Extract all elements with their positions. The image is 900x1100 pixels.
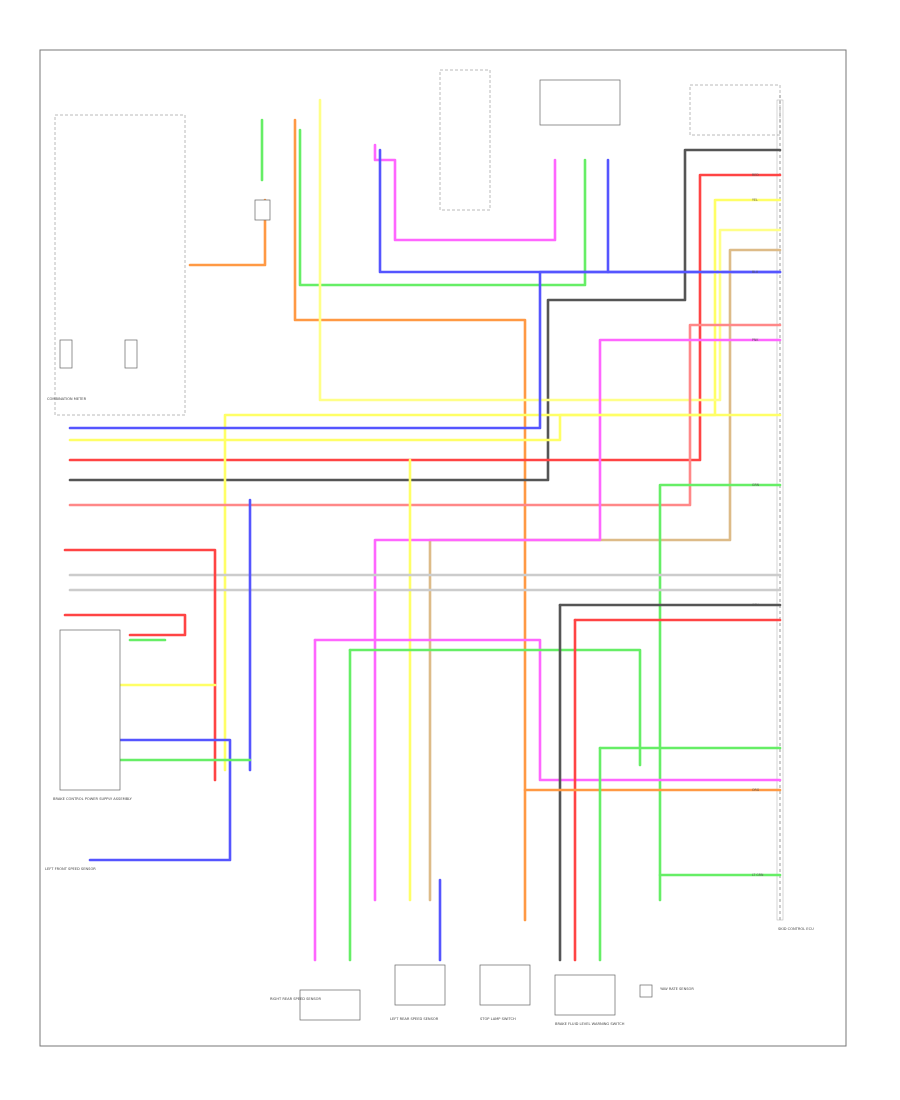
- left-sensor-label: LEFT FRONT SPEED SENSOR: [45, 867, 96, 871]
- brake-control-label: BRAKE CONTROL POWER SUPPLY ASSEMBLY: [53, 797, 133, 801]
- tag-ltgrn: LT GRN: [752, 873, 764, 877]
- tag-gry: GRY: [752, 603, 758, 607]
- left-rear-sensor-label: LEFT REAR SPEED SENSOR: [390, 1017, 439, 1021]
- right-sensor-label: RIGHT REAR SPEED SENSOR: [270, 997, 321, 1001]
- tag-pnk: PNK: [752, 338, 759, 342]
- skid-control-ecu: SKID CONTROL ECU: [776, 95, 814, 931]
- tag-org: ORG: [752, 788, 760, 792]
- diagram-border: [39, 49, 847, 1047]
- yaw-sensor-label: YAW RATE SENSOR: [660, 987, 694, 991]
- wire-group: [63, 98, 782, 962]
- brake-fluid-label: BRAKE FLUID LEVEL WARNING SWITCH: [555, 1022, 625, 1026]
- tag-yel: YEL: [752, 198, 758, 202]
- combination-meter-label: COMBINATION METER: [47, 397, 87, 401]
- ecu-label: SKID CONTROL ECU: [778, 927, 814, 931]
- component-boxes: [54, 69, 781, 1021]
- tag-red: RED: [752, 173, 759, 177]
- tag-blu: BLU: [752, 270, 759, 274]
- stop-lamp-label: STOP LAMP SWITCH: [480, 1017, 516, 1021]
- tag-grn: GRN: [752, 483, 760, 487]
- text-labels: COMBINATION METER BRAKE CONTROL POWER SU…: [45, 397, 694, 1026]
- wire-tags: RED YEL BLU PNK GRN GRY ORG LT GRN: [752, 173, 764, 877]
